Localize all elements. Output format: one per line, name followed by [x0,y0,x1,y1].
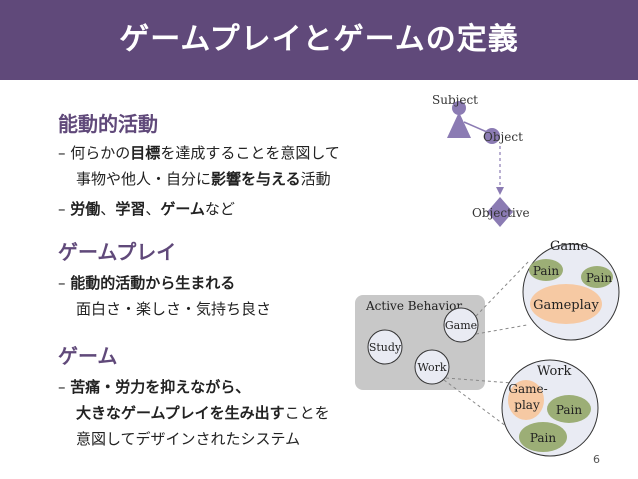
pain-blob-2 [581,266,613,288]
text-bold: 大きなゲームプレイを生み出す [76,404,285,422]
arrowhead-icon [496,187,504,195]
text-bold: 目標 [130,144,161,162]
text-bold: 能動的活動から生まれる [70,274,236,292]
bullet-active-2: – 労働、学習、ゲームなど [58,198,235,219]
text-bold: 影響を与える [211,170,301,188]
label-gameplay-2: play [514,398,540,412]
text-bold: ゲーム [160,200,205,218]
work-node [414,349,450,385]
label-gameplay: Gameplay [533,298,599,313]
text: 、 [145,200,161,218]
text: 活動 [300,170,331,188]
label-study-node: Study [369,341,402,354]
text-bold: 労働 [70,200,101,218]
heading-gameplay: ゲームプレイ [58,240,177,264]
label-work-circle: Work [537,364,572,379]
label-pain: Pain [530,431,557,445]
label-pain: Pain [556,403,583,417]
connector-game-bottom [475,324,528,335]
heading-game: ゲーム [58,344,118,368]
dash: – [58,274,66,292]
text: を達成することを意図して [160,144,340,162]
text: ことを [284,404,330,422]
label-pain: Pain [533,264,560,278]
text-bold: 苦痛・労力を抑えながら、 [70,378,251,396]
text: 何らかの [70,144,131,162]
heading-active-behavior: 能動的活動 [58,112,158,136]
study-node [367,329,403,365]
label-gameplay-1: Game- [508,382,547,396]
label-work-node: Work [417,361,446,374]
label-subject: Subject [432,93,478,107]
connector-work-top [445,377,513,384]
pain-blob-4 [519,422,567,452]
text: 、 [100,200,116,218]
label-active-behavior: Active Behavior [365,299,462,313]
label-game-circle: Game [550,239,588,254]
dash: – [58,200,66,218]
bullet-game-1-line3: 意図してデザインされたシステム [76,430,301,448]
text-bold: 学習 [115,200,146,218]
label-pain: Pain [586,271,613,285]
pain-blob-1 [529,259,563,281]
bullet-gameplay-1-line2: 面白さ・楽しさ・気持ち良さ [76,300,272,318]
bullet-gameplay-1: – 能動的活動から生まれる [58,272,235,293]
page-number: 6 [593,453,600,466]
dash: – [58,378,66,396]
label-object: Object [483,130,523,144]
text: など [204,200,235,218]
label-objective: Objective [472,206,530,220]
bullet-game-1: – 苦痛・労力を抑えながら、 [58,376,250,397]
game-node [443,307,479,343]
dash: – [58,144,66,162]
subject-icon [447,101,471,138]
object-icon [484,128,500,144]
bullet-game-1-line2: 大きなゲームプレイを生み出すことを [76,402,330,423]
bullet-active-1: – 何らかの目標を達成することを意図して [58,142,340,163]
connector-game-top [475,259,531,317]
gameplay-blob-small [508,380,544,420]
pain-blob-3 [547,395,591,423]
label-game-node: Game [445,319,477,332]
objective-diamond-icon [487,197,513,227]
arrow-subject-object [463,121,488,133]
connector-work-bottom [443,379,523,439]
gameplay-blob [530,284,602,324]
text: 事物や他人・自分に [76,170,212,188]
slide-title: ゲームプレイとゲームの定義 [119,22,519,57]
title-bar [0,0,638,80]
bullet-active-1-line2: 事物や他人・自分に影響を与える活動 [76,168,331,189]
